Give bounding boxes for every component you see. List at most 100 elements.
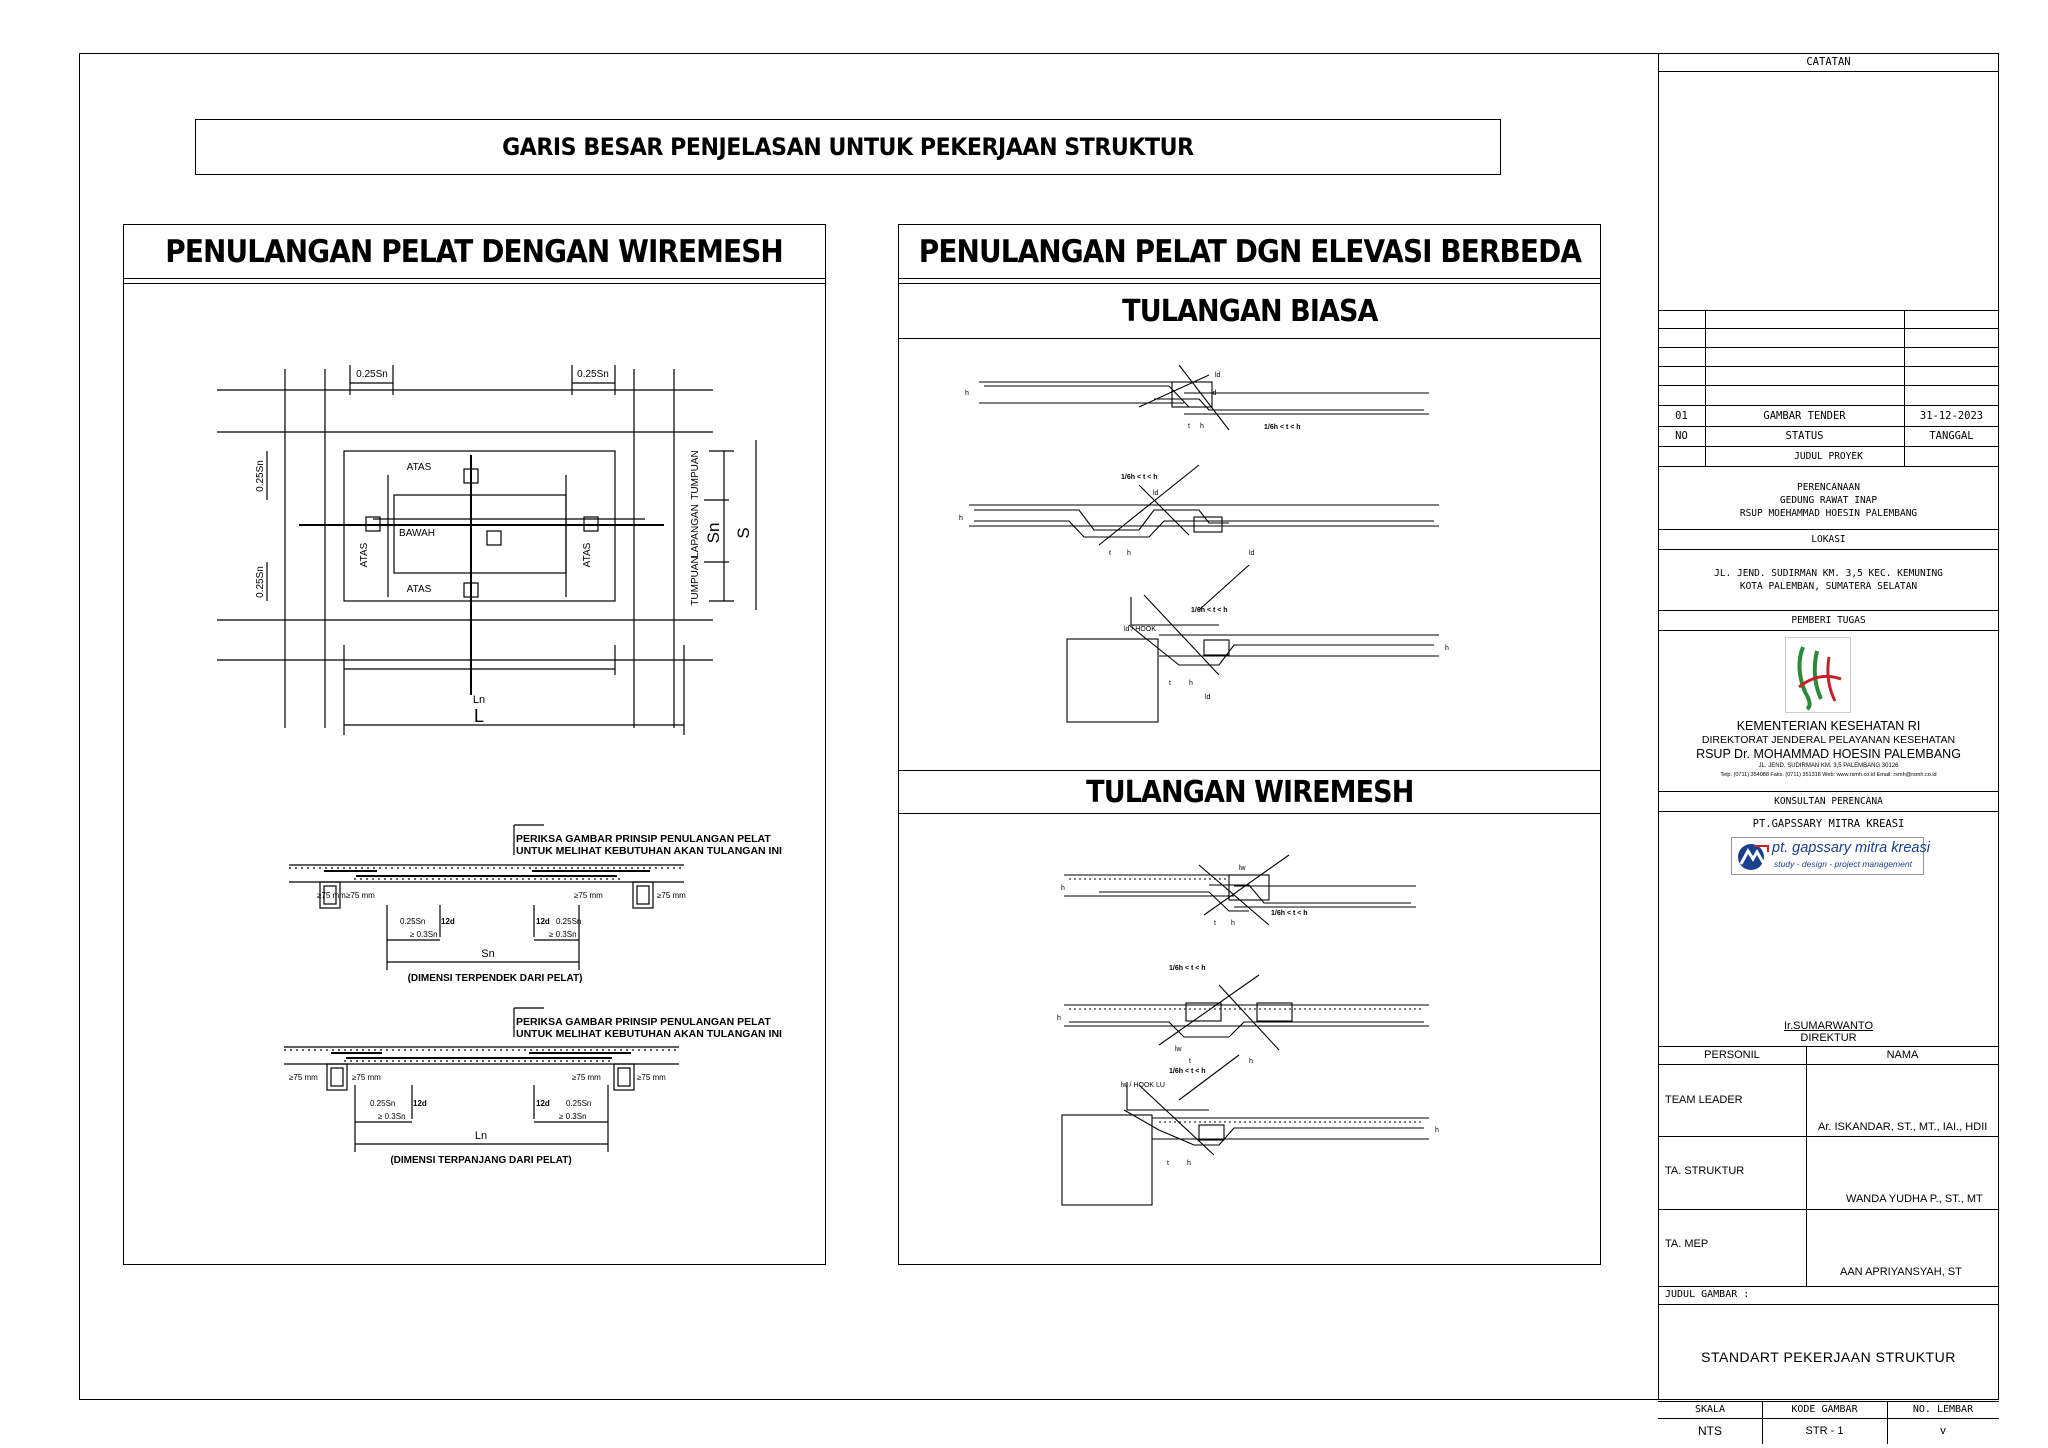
s2-note-line1: PERIKSA GAMBAR PRINSIP PENULANGAN PELAT [516, 1016, 771, 1028]
wm2-h: h [1249, 1058, 1253, 1065]
s2-dim-2: 12d [413, 1099, 427, 1108]
s2-dim-3: 12d [536, 1099, 550, 1108]
subheader-wiremesh: TULANGAN WIREMESH [899, 771, 1600, 814]
rev-header-tanggal: TANGGAL [1929, 430, 1974, 442]
left-panel: PENULANGAN PELAT DENGAN WIREMESH [123, 224, 826, 1265]
rev-header-status: STATUS [1785, 430, 1824, 442]
personil-label: PERSONIL [1704, 1049, 1760, 1061]
owner-line3: RSUP Dr. MOHAMMAD HOESIN PALEMBANG [1696, 746, 1961, 761]
biasa2-t: t [1109, 550, 1111, 557]
plan-dim-top-left: 0.25Sn [356, 369, 388, 380]
elevation-details-diagram: ld ld t h h 1/6h < t < h 1/6h < t < h ld… [959, 364, 1449, 1206]
left-panel-title: PENULANGAN PELAT DENGAN WIREMESH [165, 233, 784, 270]
personil-1-role: TEAM LEADER [1665, 1094, 1743, 1106]
s2-dim-4: 0.25Sn [566, 1099, 591, 1108]
nama-label: NAMA [1886, 1049, 1919, 1061]
kode-gambar-value: STR - 1 [1805, 1425, 1844, 1437]
s2-cover-1: ≥75 mm [289, 1073, 318, 1082]
lokasi-line2: KOTA PALEMBAN, SUMATERA SELATAN [1739, 580, 1918, 592]
gapssary-logo: pt. gapssary mitra kreasi study - design… [1731, 837, 1930, 875]
biasa2-h: h [1127, 550, 1131, 557]
s1-dim-2: 12d [441, 917, 455, 926]
wm1-h: h [1231, 920, 1235, 927]
gapssary-logo-text: pt. gapssary mitra kreasi [1772, 840, 1930, 856]
no-lembar-value: v [1940, 1425, 1946, 1437]
proyek-line1: PERENCANAAN [1797, 481, 1860, 493]
plan-label-sn: Sn [704, 523, 723, 544]
konsultan-label: KONSULTAN PERENCANA [1774, 795, 1883, 807]
wm3-cond: 1/6h < t < h [1169, 1068, 1206, 1075]
biasa3-t: t [1169, 680, 1171, 687]
right-panel: PENULANGAN PELAT DGN ELEVASI BERBEDA TUL… [898, 224, 1601, 1265]
gapssary-logo-icon [1738, 844, 1769, 870]
rev-status: GAMBAR TENDER [1763, 409, 1846, 422]
plan-label-tumpuan-top: TUMPUAN [690, 450, 701, 499]
wm2-t: t [1189, 1058, 1191, 1065]
wm1-cond: 1/6h < t < h [1271, 910, 1308, 917]
biasa1-ld: ld [1215, 372, 1221, 379]
wm1-t: t [1214, 920, 1216, 927]
personil-1-name: Ar. ISKANDAR, ST., MT., IAI., HDII [1818, 1121, 1988, 1133]
owner-line4: JL. JEND. SUDIRMAN KM. 3,5 PALEMBANG 301… [1758, 762, 1899, 769]
kemenkes-logo [1785, 637, 1851, 713]
direktur-name: Ir.SUMARWANTO [1783, 1020, 1874, 1032]
s2-span: Ln [475, 1130, 487, 1142]
plan-label-atas-bottom: ATAS [407, 584, 432, 595]
s1-dim-6: ≥ 0.3Sn [549, 930, 577, 939]
subheader-biasa: TULANGAN BIASA [899, 284, 1600, 339]
s1-cover-4: ≥75 mm [657, 891, 686, 900]
s2-cover-4: ≥75 mm [637, 1073, 666, 1082]
title-block: CATATAN 01 GAMBAR TENDER 31-12-2023 NO S… [1658, 53, 1999, 1444]
s2-dim-6: ≥ 0.3Sn [559, 1112, 587, 1121]
biasa1-ld2: ld [1211, 390, 1217, 397]
left-panel-header: PENULANGAN PELAT DENGAN WIREMESH [124, 225, 825, 279]
wm2-cond: 1/6h < t < h [1169, 965, 1206, 972]
judul-gambar-label: JUDUL GAMBAR : [1665, 1289, 1750, 1300]
biasa1-cond: 1/6h < t < h [1264, 424, 1301, 431]
wm3-t: t [1167, 1160, 1169, 1167]
s1-note-line2: UNTUK MELIHAT KEBUTUHAN AKAN TULANGAN IN… [516, 845, 782, 857]
plan-dim-side-bottom: 0.25Sn [255, 566, 266, 598]
short-span-section: PERIKSA GAMBAR PRINSIP PENULANGAN PELAT … [289, 824, 782, 984]
biasa2-h-left: h [959, 515, 963, 522]
plan-dim-side-top: 0.25Sn [255, 460, 266, 492]
personil-3-name: AAN APRIYANSYAH, ST [1840, 1266, 1962, 1278]
no-lembar-label: NO. LEMBAR [1912, 1404, 1974, 1415]
wm3-hook: lw / HOOK LU [1121, 1082, 1165, 1089]
proyek-line3: RSUP MOEHAMMAD HOESIN PALEMBANG [1739, 507, 1918, 519]
owner-line2: DIREKTORAT JENDERAL PELAYANAN KESEHATAN [1701, 733, 1956, 746]
wm3-h: h [1187, 1160, 1191, 1167]
biasa3-h-right: h [1445, 645, 1449, 652]
biasa3-h: h [1189, 680, 1193, 687]
rev-header-no: NO [1675, 430, 1688, 442]
kode-gambar-label: KODE GAMBAR [1791, 1404, 1858, 1415]
s1-dim-5: ≥ 0.3Sn [410, 930, 438, 939]
plan-label-tumpuan-bottom: TUMPUAN [690, 556, 701, 605]
s1-cover-1: ≥75 mm [317, 891, 346, 900]
s1-dim-4: 0.25Sn [556, 917, 581, 926]
right-panel-title: PENULANGAN PELAT DGN ELEVASI BERBEDA [918, 233, 1581, 270]
slab-plan-diagram: 0.25Sn 0.25Sn ATAS ATAS BAWAH Ln L 0.25S… [217, 365, 757, 735]
s1-cover-2: ≥75 mm [346, 891, 375, 900]
proyek-line2: GEDUNG RAWAT INAP [1779, 494, 1878, 506]
right-panel-header: PENULANGAN PELAT DGN ELEVASI BERBEDA [899, 225, 1600, 279]
plan-label-atas-right: ATAS [582, 542, 593, 567]
skala-label: SKALA [1694, 1404, 1726, 1415]
s2-cover-3: ≥75 mm [572, 1073, 601, 1082]
s1-cover-3: ≥75 mm [574, 891, 603, 900]
plan-label-bawah: BAWAH [399, 528, 435, 539]
judul-gambar: STANDART PEKERJAAN STRUKTUR [1701, 1349, 1956, 1365]
biasa3-cond: 1/6h < t < h [1191, 607, 1228, 614]
plan-label-ln: Ln [473, 694, 485, 706]
direktur-role: DIREKTUR [1800, 1032, 1857, 1044]
s1-span: Sn [481, 948, 494, 960]
s2-dim-5: ≥ 0.3Sn [378, 1112, 406, 1121]
personil-2-role: TA. STRUKTUR [1665, 1165, 1745, 1177]
s1-dim-3: 12d [536, 917, 550, 926]
plan-label-lapangan: LAPANGAN [690, 504, 701, 558]
subheader-biasa-text: TULANGAN BIASA [1121, 293, 1378, 329]
long-span-section: PERIKSA GAMBAR PRINSIP PENULANGAN PELAT … [284, 1007, 782, 1166]
plan-label-atas-left: ATAS [359, 542, 370, 567]
main-title-box: GARIS BESAR PENJELASAN UNTUK PEKERJAAN S… [195, 119, 1501, 175]
plan-label-s: S [734, 527, 753, 538]
